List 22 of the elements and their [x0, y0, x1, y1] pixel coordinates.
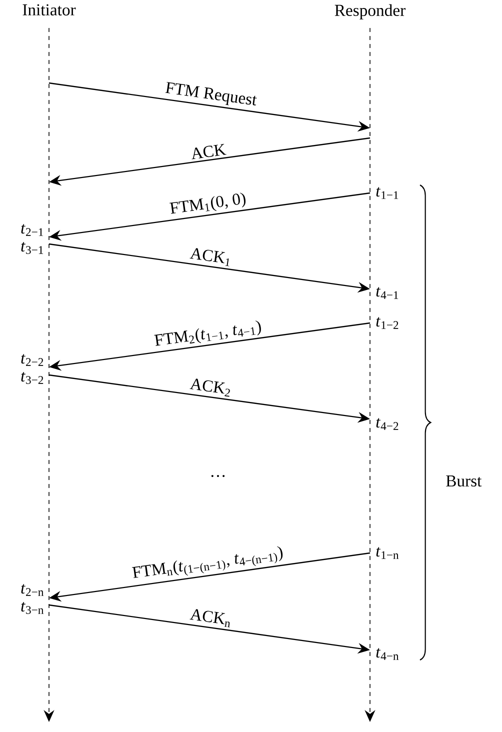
- node-label: Responder: [334, 4, 406, 20]
- timestamp-label: t$_{3−1}$: [21, 242, 44, 254]
- edge-label: ACK$_{n}$: [190, 609, 230, 628]
- timestamp-label: t$_{2−1}$: [21, 224, 44, 236]
- edge-label: ACK: [192, 144, 226, 160]
- timestamp-label: t$_{4−2}$: [376, 418, 398, 430]
- edge-label: FTM Request: [165, 82, 257, 106]
- timestamp-label: t$_{4−n}$: [376, 648, 399, 660]
- timestamp-label: t$_{4−1}$: [376, 287, 398, 299]
- node-label: Initiator: [22, 4, 76, 16]
- edge-label: FTM$_{1}$(0, 0): [170, 192, 246, 214]
- ellipsis: …: [211, 475, 225, 477]
- timestamp-label: t$_{3−2}$: [21, 372, 44, 384]
- timestamp-label: t$_{1−n}$: [376, 547, 399, 559]
- timestamp-label: t$_{2−2}$: [21, 354, 44, 366]
- edge-label: ACK$_{2}$: [190, 378, 230, 397]
- timestamp-label: t$_{1−1}$: [376, 187, 398, 199]
- timestamp-label: t$_{2−n}$: [21, 584, 44, 596]
- timestamp-label: t$_{1−2}$: [376, 317, 398, 329]
- bracket-label: Burst: [446, 475, 482, 487]
- edge-label: ACK$_{1}$: [190, 248, 230, 266]
- timestamp-label: t$_{3−n}$: [21, 602, 44, 614]
